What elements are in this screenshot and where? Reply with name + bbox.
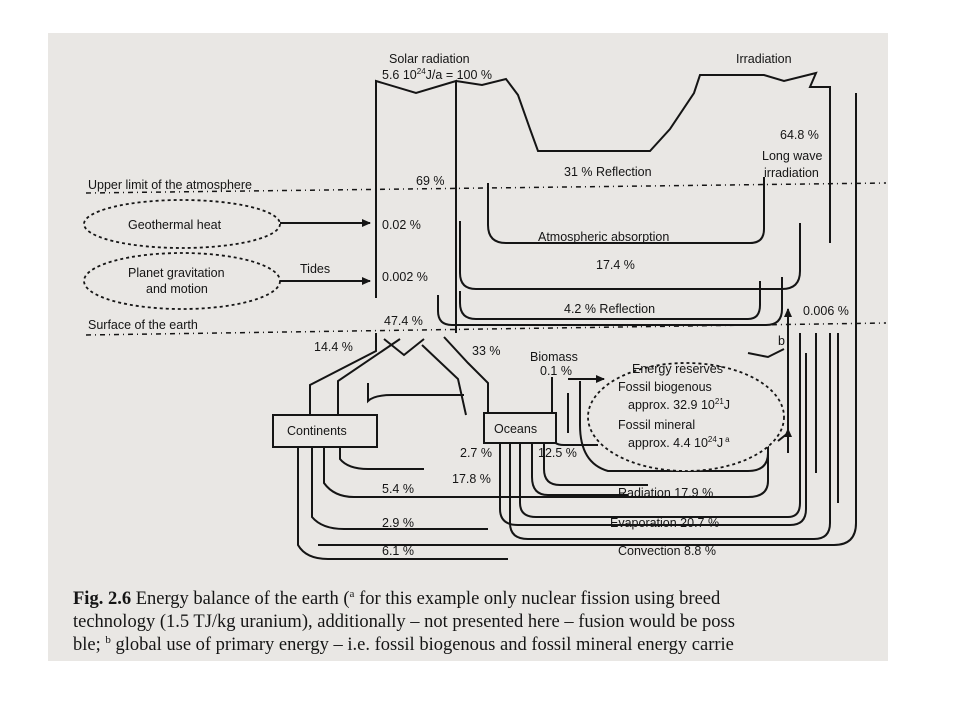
caption-text-3b: global use of primary energy – i.e. foss… [110, 635, 734, 655]
surface-label: Surface of the earth [88, 318, 198, 332]
planet-gravitation-label: Planet gravitation [128, 266, 225, 280]
continents-label: Continents [287, 424, 347, 438]
pct-6-1-label: 6.1 % [382, 544, 414, 558]
figure-label: Fig. 2.6 [73, 589, 132, 609]
oceans-flow-3 [519, 333, 801, 518]
irradiation-outline [455, 71, 831, 243]
reserve-path [579, 381, 769, 472]
caption-line-3: ble; b global use of primary energy – i.… [73, 634, 888, 657]
solar-radiation-label: Solar radiation [389, 52, 470, 66]
pct-12-5-label: 12.5 % [538, 446, 577, 460]
split-v [383, 338, 425, 357]
fossil-biogenous-label: Fossil biogenous [618, 380, 712, 394]
caption-line-1: Fig. 2.6 Energy balance of the earth (a … [73, 588, 888, 611]
caption-text-3a: ble; [73, 635, 106, 655]
oceans-flow-2 [509, 333, 831, 540]
continents-box [272, 414, 378, 448]
geothermal-pct-label: 0.02 % [382, 218, 421, 232]
reflection-4-flow [437, 277, 783, 326]
pct-69-label: 69 % [416, 174, 445, 188]
continents-flow-3 [311, 447, 488, 530]
pct-17-4-label: 17.4 % [596, 258, 635, 272]
pct-5-4-label: 5.4 % [382, 482, 414, 496]
split-right-2 [421, 344, 467, 416]
continents-flow-1 [339, 447, 424, 470]
upper-limit-label: Upper limit of the atmosphere [88, 178, 252, 192]
long-wave-flow [318, 93, 857, 546]
tides-label: Tides [300, 262, 330, 276]
caption-footnote-b: b [105, 633, 111, 646]
figure-caption: Fig. 2.6 Energy balance of the earth (a … [73, 588, 888, 657]
caption-text-1a: Energy balance of the earth ( [131, 589, 350, 609]
solar-radiation-value: 5.6 1024J/a = 100 % [382, 67, 492, 82]
fossil-mineral-label: Fossil mineral [618, 418, 695, 432]
geothermal-ellipse [83, 199, 281, 249]
oceans-flow-4 [531, 443, 628, 496]
continents-flow-2 [323, 447, 492, 498]
atmospheric-absorption-label: Atmospheric absorption [538, 230, 669, 244]
long-wave-label-2: irradiation [764, 166, 819, 180]
footnote-b-line [747, 348, 785, 359]
caption-line-2: technology (1.5 TJ/kg uranium), addition… [73, 612, 735, 632]
energy-reserves-label: Energy reserves [632, 362, 723, 376]
radiation-return [492, 453, 769, 498]
pct-0-006-label: 0.006 % [803, 304, 849, 318]
oceans-box [483, 412, 557, 444]
caption-text-1b: for this example only nuclear fission us… [354, 589, 721, 609]
irradiation-label: Irradiation [736, 52, 792, 66]
solar-flow-outline [375, 79, 457, 333]
pct-2-7-label: 2.7 % [460, 446, 492, 460]
pct-17-8-label: 17.8 % [452, 472, 491, 486]
reflection-4-2-label: 4.2 % Reflection [564, 302, 655, 316]
biomass-label: Biomass [530, 350, 578, 364]
geothermal-label: Geothermal heat [128, 218, 222, 232]
biomass-pct-label: 0.1 % [540, 364, 572, 378]
pct-47-4-label: 47.4 % [384, 314, 423, 328]
book-page: Solar radiation 5.6 1024J/a = 100 % Irra… [48, 33, 888, 661]
convection-label: Convection 8.8 % [618, 544, 716, 558]
fossil-biogenous-value: approx. 32.9 1021J [628, 397, 730, 412]
caption-footnote-a: a [349, 587, 355, 600]
evaporation-label: Evaporation 20.7 % [610, 516, 719, 530]
planet-gravitation-label-2: and motion [146, 282, 208, 296]
long-wave-pct-label: 64.8 % [780, 128, 819, 142]
footnote-b-label: b [778, 334, 785, 348]
oceans-flow-5 [543, 443, 648, 486]
pct-33-label: 33 % [472, 344, 501, 358]
reflection-31-label: 31 % Reflection [564, 165, 652, 179]
tides-pct-label: 0.002 % [382, 270, 428, 284]
planet-gravitation-ellipse [83, 252, 281, 310]
radiation-label: Radiation 17.9 % [618, 486, 713, 500]
split-mid [337, 338, 401, 415]
oceans-label: Oceans [494, 422, 537, 436]
reflection-31-flow [487, 177, 765, 244]
split-left [309, 333, 377, 415]
pct-14-4-label: 14.4 % [314, 340, 353, 354]
energy-balance-diagram: Solar radiation 5.6 1024J/a = 100 % Irra… [83, 52, 887, 560]
energy-reserves-ellipse [587, 362, 785, 472]
oceans-flow-1 [499, 353, 807, 526]
long-wave-label: Long wave [762, 149, 823, 163]
absorption-inner-flow [459, 281, 761, 320]
pct-2-9-label: 2.9 % [382, 516, 414, 530]
split-right [443, 336, 489, 415]
continents-flow-4 [297, 447, 508, 560]
continents-oceans-link [367, 383, 464, 404]
absorption-flow [459, 221, 801, 290]
